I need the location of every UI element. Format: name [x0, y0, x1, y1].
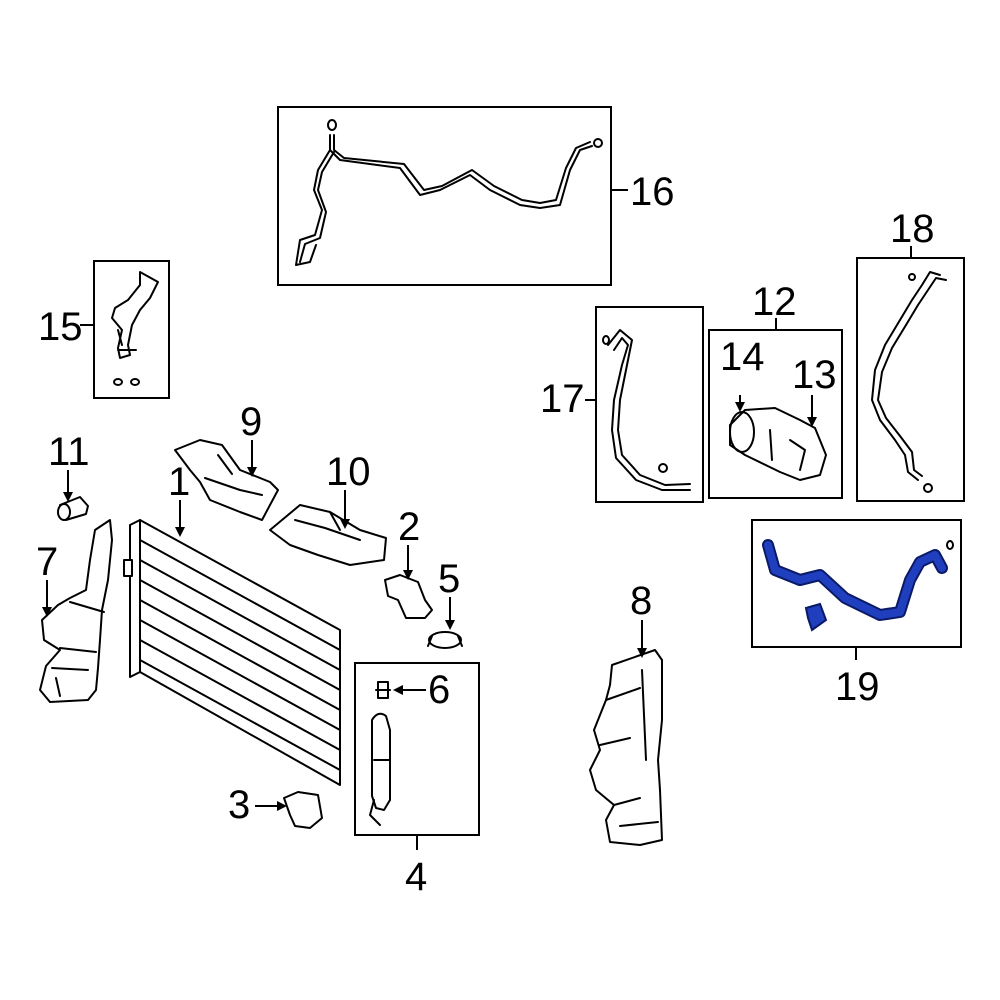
part-4-drier-group: 6 4	[354, 662, 480, 899]
callout-4: 4	[405, 855, 427, 899]
part-2-bracket	[384, 574, 433, 619]
part-16-ac-line-group: 16	[277, 106, 675, 286]
part-10-deflector-detail	[294, 511, 361, 541]
part-10-group: 10	[269, 450, 387, 566]
callout-10: 10	[326, 450, 371, 494]
part-15-fitting	[111, 271, 159, 359]
callout-17: 17	[540, 377, 585, 421]
part-1-condenser-mount	[123, 559, 133, 577]
part-15-oring-a	[113, 378, 123, 386]
part-15-group: 15	[38, 260, 170, 399]
part-7-deflector-detail	[51, 601, 105, 697]
part-12-compressor-detail	[769, 429, 806, 471]
part-18-oring-top	[908, 273, 916, 281]
part-19-oring	[946, 540, 954, 550]
part-19-group: 19	[751, 519, 962, 709]
part-1-condenser-group: 1	[123, 460, 341, 786]
callout-7: 7	[36, 540, 58, 584]
part-2-group: 2	[384, 505, 433, 619]
part-9-deflector	[174, 439, 279, 521]
part-15-frame	[93, 260, 170, 399]
callout-9: 9	[240, 400, 262, 444]
part-19-frame	[751, 519, 962, 648]
callout-13: 13	[792, 353, 837, 397]
part-7-group: 7	[36, 519, 113, 703]
part-17-oring-end	[658, 463, 668, 473]
part-1-condenser-tank	[129, 519, 141, 678]
part-11-plug-end	[57, 503, 71, 521]
callout-19: 19	[835, 665, 880, 709]
callout-12: 12	[752, 280, 797, 324]
part-8-group: 8	[589, 579, 663, 846]
callout-5: 5	[438, 557, 460, 601]
part-10-deflector	[269, 504, 387, 566]
part-8-deflector	[589, 649, 663, 846]
callout-6: 6	[428, 668, 450, 712]
part-1-condenser-fins	[139, 539, 341, 771]
callout-1: 1	[168, 460, 190, 504]
callout-15: 15	[38, 305, 83, 349]
part-18-hose	[871, 271, 947, 481]
callout-16: 16	[630, 170, 675, 214]
part-16-hose	[295, 134, 593, 266]
part-12-compressor-group: 12 14 13	[708, 280, 843, 499]
part-16-oring-top	[327, 119, 337, 131]
callout-14: 14	[720, 335, 765, 379]
part-16-oring-end	[593, 138, 603, 148]
part-15-oring-b	[130, 378, 140, 386]
part-8-deflector-detail	[599, 669, 659, 827]
part-4-drier-body	[371, 712, 391, 811]
part-18-oring-bottom	[923, 483, 933, 493]
part-5-group: 5	[427, 557, 463, 649]
part-5-clamp	[428, 631, 462, 649]
part-17-hose	[607, 329, 691, 491]
part-9-deflector-detail	[204, 454, 263, 496]
callout-11: 11	[48, 430, 90, 474]
callout-8: 8	[630, 579, 652, 623]
part-4-drier-detail	[369, 759, 391, 826]
callout-3: 3	[228, 783, 250, 827]
part-3-group: 3	[228, 783, 323, 829]
part-14-clutch-pulley	[729, 411, 755, 453]
part-16-frame	[277, 106, 612, 286]
part-9-group: 9	[174, 400, 279, 521]
part-17-oring	[602, 335, 610, 345]
part-19-hose-highlight	[764, 541, 946, 619]
part-18-group: 18	[856, 207, 965, 502]
part-19-bracket	[804, 602, 828, 632]
part-3-clip	[283, 791, 323, 829]
part-5-clamp-detail	[427, 635, 463, 647]
part-17-frame	[595, 306, 704, 503]
callout-18: 18	[890, 207, 935, 251]
part-17-group: 17	[540, 306, 704, 503]
callout-2: 2	[398, 505, 420, 549]
part-7-deflector	[39, 519, 113, 703]
part-11-group: 11	[48, 430, 90, 521]
